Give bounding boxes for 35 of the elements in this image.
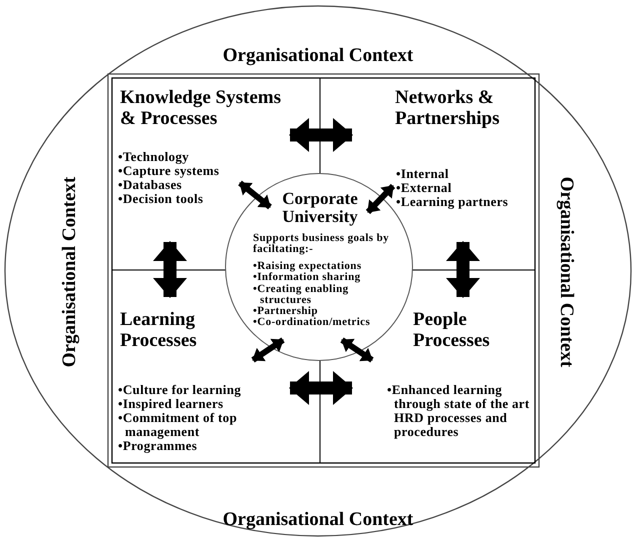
- bullet-item: •Programmes: [118, 439, 198, 453]
- section-heading: Networks & Partnerships: [395, 87, 500, 130]
- bullet-item: •Learning partners: [396, 195, 510, 209]
- section-heading: Corporate University: [281, 190, 359, 226]
- double-arrow: [289, 118, 353, 152]
- bullet-item: •Databases: [118, 178, 182, 192]
- bullet-item: •Commitment of top management: [118, 411, 238, 439]
- bullet-item: •Raising expectations: [253, 261, 363, 272]
- context-label: Organisational Context: [555, 176, 577, 370]
- double-arrow: [340, 338, 374, 362]
- double-arrow: [251, 338, 285, 362]
- bullet-item: •Internal: [396, 167, 450, 181]
- double-arrow: [366, 184, 396, 214]
- bullet-item: •Capture systems: [118, 164, 220, 178]
- bullet-item: •Enhanced learning through state of the art HRD processes and procedures: [387, 383, 530, 439]
- bullet-item: •Co-ordination/metrics: [253, 317, 372, 329]
- bullet-item: •Information sharing: [253, 272, 360, 284]
- section-heading: Knowledge Systems & Processes: [120, 87, 282, 130]
- double-arrow: [153, 241, 187, 298]
- context-ellipse: [4, 5, 632, 537]
- context-label: Organisational Context: [59, 176, 81, 370]
- section-heading: Learning Processes: [120, 309, 198, 352]
- bullet-item: •Partnership: [253, 306, 318, 318]
- section-heading: People Processes: [413, 309, 491, 352]
- bullet-item: •Culture for learning: [118, 383, 242, 397]
- context-label: Organisational Context: [222, 509, 414, 531]
- intro-text: Supports business goals by faciltating:-: [253, 233, 390, 256]
- bullet-item: •Technology: [118, 150, 190, 164]
- double-arrow: [446, 241, 480, 298]
- double-arrow: [238, 180, 272, 210]
- context-label: Organisational Context: [222, 45, 414, 67]
- double-arrow: [289, 371, 353, 405]
- bullet-item: •Inspired learners: [118, 397, 224, 411]
- bullet-item: •External: [396, 181, 453, 195]
- bullet-item: •Creating enabling structures: [253, 284, 350, 306]
